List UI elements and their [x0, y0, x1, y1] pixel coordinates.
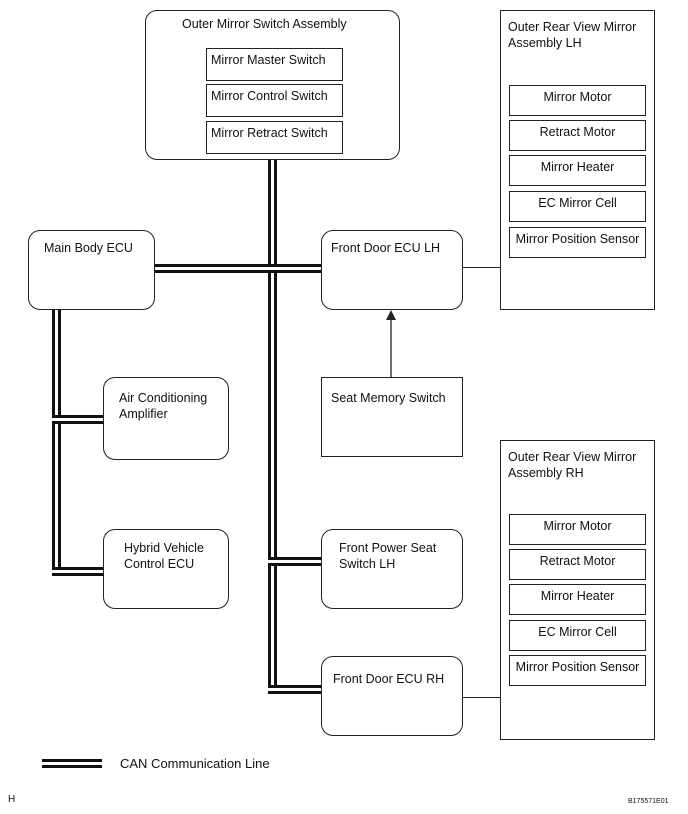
legend-can-line-label: CAN Communication Line	[120, 756, 270, 771]
mirror-retract-switch: Mirror Retract Switch	[206, 121, 343, 154]
can-bus-main-to-door-lh	[154, 264, 322, 273]
front-door-ecu-lh: Front Door ECU LH	[321, 230, 463, 310]
can-bus-to-ac-amp	[52, 415, 104, 424]
mirror-rh-retract-motor: Retract Motor	[509, 549, 646, 580]
wire-door-lh-to-mirror-lh	[462, 267, 500, 269]
front-door-ecu-lh-label: Front Door ECU LH	[331, 241, 441, 255]
front-door-ecu-rh-label: Front Door ECU RH	[333, 672, 445, 686]
main-body-ecu-label: Main Body ECU	[44, 241, 133, 255]
ac-amplifier-label-line2: Amplifier	[119, 407, 168, 421]
mirror-rh-mirror-heater: Mirror Heater	[509, 584, 646, 615]
mirror-rh-mirror-motor: Mirror Motor	[509, 514, 646, 545]
main-body-ecu: Main Body ECU	[28, 230, 155, 310]
seat-memory-switch-label: Seat Memory Switch	[331, 391, 446, 405]
ac-amplifier-label-line1: Air Conditioning	[119, 391, 208, 405]
outer-rear-view-mirror-assembly-lh: Outer Rear View Mirror Assembly LH Mirro…	[500, 10, 655, 310]
mirror-rh-title-line1: Outer Rear View Mirror	[508, 450, 637, 464]
mirror-control-switch: Mirror Control Switch	[206, 84, 343, 117]
can-bus-trunk	[268, 158, 277, 694]
mirror-lh-retract-motor: Retract Motor	[509, 120, 646, 151]
outer-mirror-switch-assembly: Outer Mirror Switch Assembly Mirror Mast…	[145, 10, 400, 160]
can-bus-to-hybrid-ecu	[52, 567, 104, 576]
front-door-ecu-rh: Front Door ECU RH	[321, 656, 463, 736]
mirror-lh-mirror-heater: Mirror Heater	[509, 155, 646, 186]
mirror-rh-title-line2: Assembly RH	[508, 466, 584, 480]
mirror-lh-title-line2: Assembly LH	[508, 36, 582, 50]
mirror-master-switch: Mirror Master Switch	[206, 48, 343, 81]
legend-can-line-symbol	[42, 759, 102, 768]
mirror-lh-position-sensor: Mirror Position Sensor	[509, 227, 646, 258]
can-bus-to-power-seat	[268, 557, 322, 566]
can-bus-to-door-rh	[268, 685, 322, 694]
air-conditioning-amplifier: Air Conditioning Amplifier	[103, 377, 229, 460]
wire-door-rh-to-mirror-rh	[462, 697, 500, 699]
mirror-rh-ec-mirror-cell: EC Mirror Cell	[509, 620, 646, 651]
seat-memory-switch: Seat Memory Switch	[321, 377, 463, 457]
front-power-seat-switch-lh: Front Power Seat Switch LH	[321, 529, 463, 609]
hybrid-ecu-label-line1: Hybrid Vehicle	[124, 541, 204, 555]
power-seat-switch-label-line1: Front Power Seat	[339, 541, 437, 555]
outer-mirror-switch-assembly-title: Outer Mirror Switch Assembly	[182, 17, 347, 31]
mirror-lh-title-line1: Outer Rear View Mirror	[508, 20, 637, 34]
can-bus-main-down	[52, 308, 61, 576]
outer-rear-view-mirror-assembly-rh: Outer Rear View Mirror Assembly RH Mirro…	[500, 440, 655, 740]
footer-left-mark: H	[8, 794, 16, 805]
mirror-rh-position-sensor: Mirror Position Sensor	[509, 655, 646, 686]
hybrid-ecu-label-line2: Control ECU	[124, 557, 195, 571]
power-seat-switch-label-line2: Switch LH	[339, 557, 396, 571]
hybrid-vehicle-control-ecu: Hybrid Vehicle Control ECU	[103, 529, 229, 609]
mirror-lh-mirror-motor: Mirror Motor	[509, 85, 646, 116]
figure-code: B175571E01	[628, 798, 669, 805]
mirror-lh-ec-mirror-cell: EC Mirror Cell	[509, 191, 646, 222]
